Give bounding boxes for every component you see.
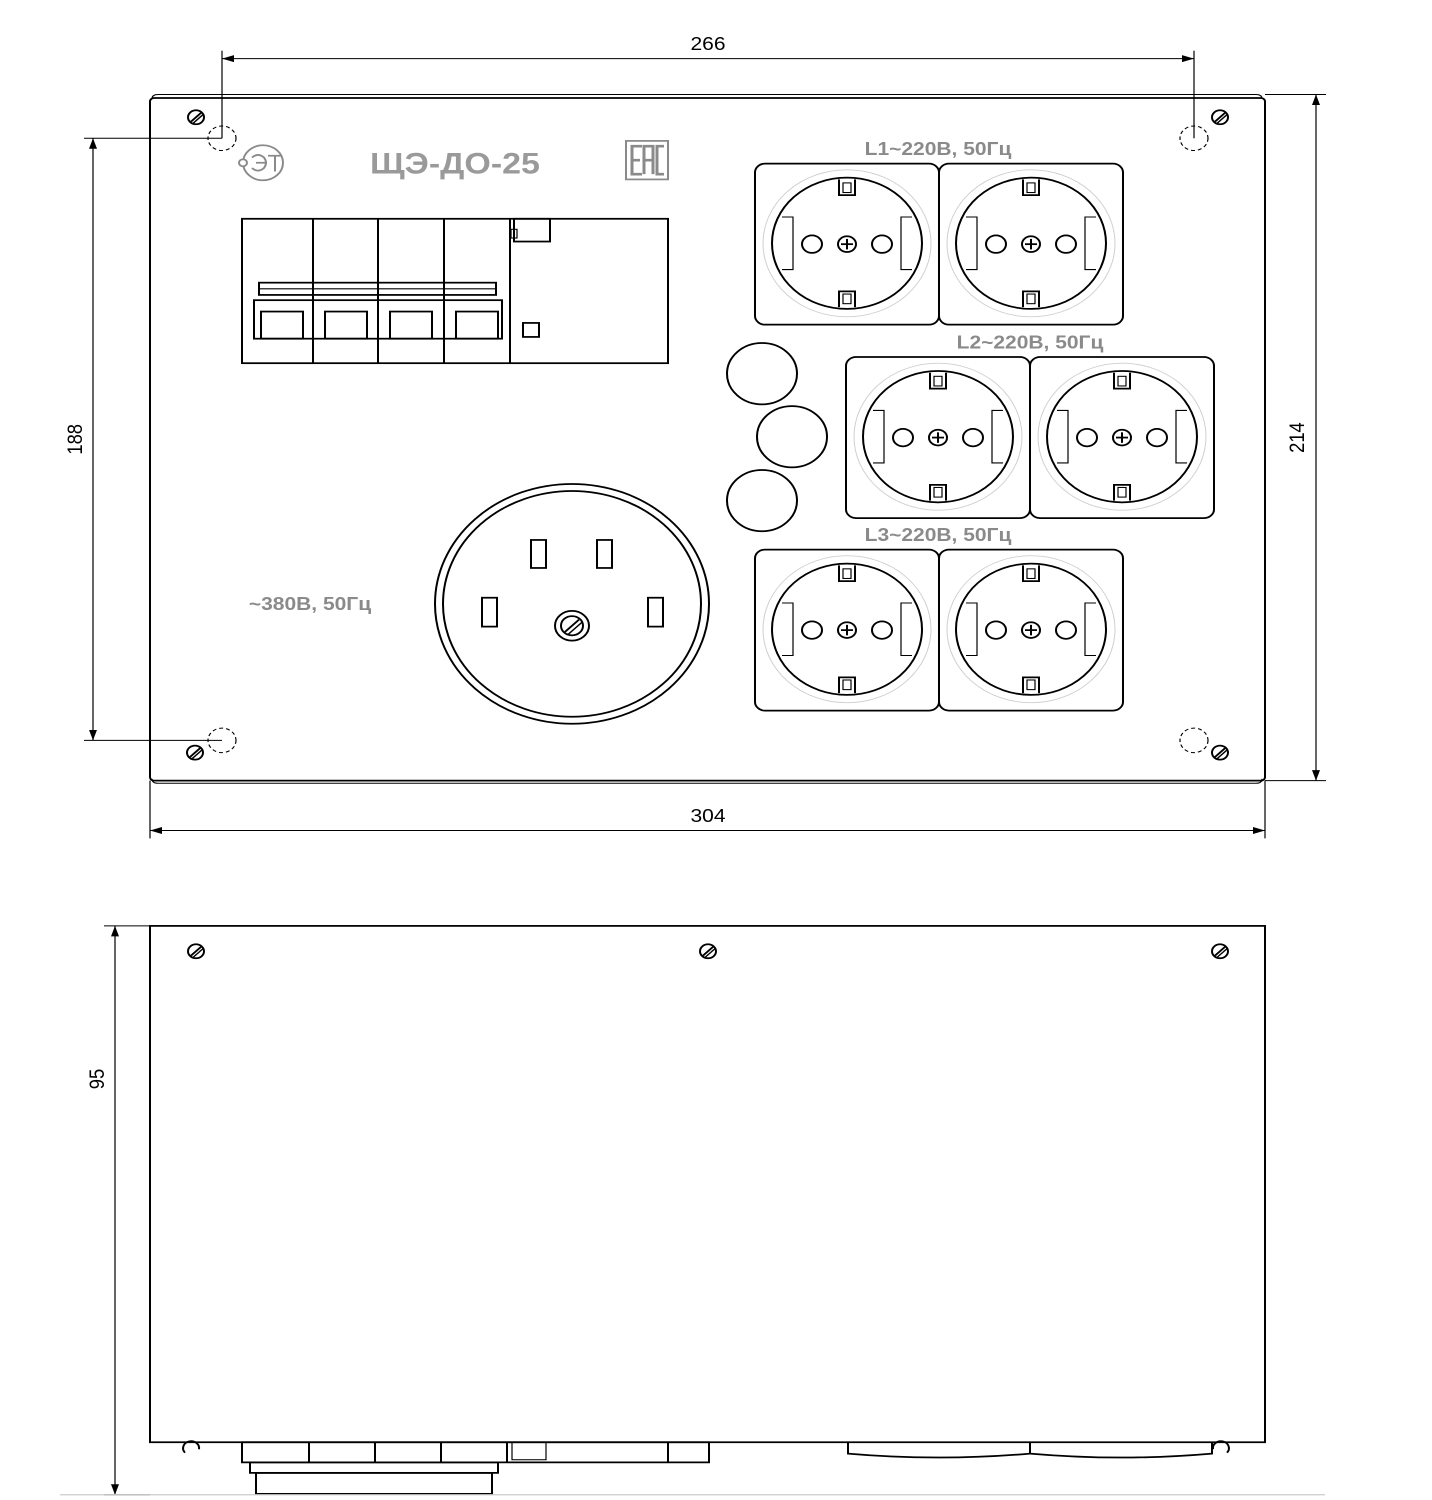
screw-icon xyxy=(1211,109,1229,126)
dim-side-height: 95 xyxy=(86,1069,109,1089)
indicator-lamp xyxy=(726,469,798,533)
dim-left-height: 188 xyxy=(64,424,87,455)
label-l3: L3~220В, 50Гц xyxy=(865,525,1012,545)
dim-top-width: 266 xyxy=(690,34,725,54)
dimension-bottom: 304 xyxy=(149,780,1266,839)
front-view: ЩЭ-ДО-25 xyxy=(149,93,1266,784)
model-title: ЩЭ-ДО-25 xyxy=(370,146,540,180)
socket-side-profile xyxy=(1029,1442,1213,1459)
breaker-side-profile xyxy=(241,1441,710,1495)
dim-right-height: 214 xyxy=(1286,422,1309,453)
side-view xyxy=(149,925,1266,1495)
dim-bottom-width: 304 xyxy=(690,806,725,826)
screw-icon xyxy=(1211,744,1229,761)
maker-logo xyxy=(238,144,284,182)
dimension-top: 266 xyxy=(221,34,1195,139)
circuit-breaker xyxy=(241,217,669,365)
screw-icon xyxy=(186,744,204,761)
screw-icon xyxy=(187,109,205,126)
socket-icon xyxy=(1029,356,1215,520)
dimension-left: 188 xyxy=(64,137,222,741)
enclosure-side-outline xyxy=(149,925,1266,1444)
indicator-lamp xyxy=(726,342,798,406)
socket-icon xyxy=(754,548,940,712)
eac-mark-icon xyxy=(625,140,669,181)
label-three-phase: ~380В, 50Гц xyxy=(249,594,371,614)
three-phase-socket xyxy=(434,483,710,725)
label-l1: L1~220В, 50Гц xyxy=(865,139,1012,159)
screw-icon xyxy=(1211,943,1229,960)
enclosure-outline xyxy=(149,97,1266,782)
label-l2: L2~220В, 50Гц xyxy=(957,332,1104,352)
socket-side-profile xyxy=(847,1442,1031,1459)
mounting-hole xyxy=(1179,727,1209,754)
socket-icon xyxy=(938,548,1124,712)
dimension-side: 95 xyxy=(86,925,150,1496)
screw-icon xyxy=(699,943,717,960)
indicator-lamp xyxy=(756,405,828,469)
socket-icon xyxy=(845,356,1031,520)
socket-icon xyxy=(754,162,940,326)
screw-icon xyxy=(187,943,205,960)
socket-icon xyxy=(938,162,1124,326)
dimension-right: 214 xyxy=(1265,93,1326,782)
